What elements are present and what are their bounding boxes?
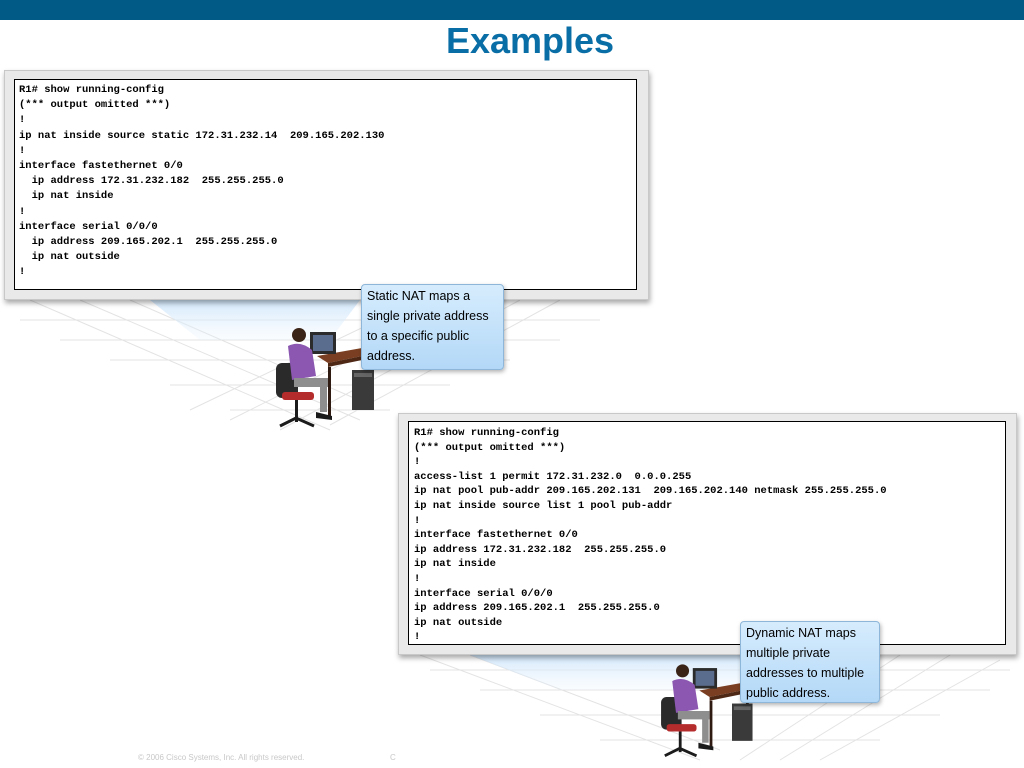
config-line: ! xyxy=(19,144,26,157)
config-line: (*** output omitted ***) xyxy=(414,441,566,454)
config-line: ip nat outside xyxy=(414,616,503,629)
config-line: ip nat inside xyxy=(414,558,496,571)
config-line: R1# show running-config xyxy=(414,427,559,439)
user-workstation-icon xyxy=(661,664,753,758)
static-nat-callout: Static NAT maps a single private address… xyxy=(361,284,504,370)
config-line: ! xyxy=(414,514,421,527)
config-line: ! xyxy=(19,114,26,127)
config-line: ! xyxy=(414,631,421,644)
config-line: access-list 1 permit 172.31.232.0 0.0.0.… xyxy=(414,470,692,483)
config-line: ip address 172.31.232.182 255.255.255.0 xyxy=(414,543,667,556)
config-line: (*** output omitted ***) xyxy=(19,99,171,112)
config-line: ip address 172.31.232.182 255.255.255.0 xyxy=(19,175,284,188)
page-title: Examples xyxy=(445,20,615,61)
dynamic-nat-config-panel: R1# show running-config (*** output omit… xyxy=(398,413,1017,655)
config-line: interface fastethernet 0/0 xyxy=(19,160,183,173)
config-line: ip nat pool pub-addr 209.165.202.131 209… xyxy=(414,485,887,498)
dynamic-nat-callout: Dynamic NAT maps multiple private addres… xyxy=(740,621,880,703)
config-line: ! xyxy=(414,456,421,469)
config-line: ip address 209.165.202.1 255.255.255.0 xyxy=(414,602,660,615)
config-line: ip nat inside xyxy=(19,190,114,203)
config-line: interface serial 0/0/0 xyxy=(414,587,553,600)
config-line: ! xyxy=(19,266,26,279)
config-line: ! xyxy=(19,205,26,218)
config-line: R1# show running-config xyxy=(19,84,164,96)
footer-mark: C xyxy=(390,753,396,762)
light-beam-1 xyxy=(150,300,360,340)
static-nat-config-panel: R1# show running-config (*** output omit… xyxy=(4,70,649,300)
footer-copyright: © 2006 Cisco Systems, Inc. All rights re… xyxy=(138,753,305,762)
config-line: ip address 209.165.202.1 255.255.255.0 xyxy=(19,236,278,249)
config-line: interface serial 0/0/0 xyxy=(19,220,158,233)
config-line: ip nat inside source static 172.31.232.1… xyxy=(19,129,385,142)
config-line: ip nat inside source list 1 pool pub-add… xyxy=(414,499,673,512)
config-line: ! xyxy=(414,572,421,585)
config-line: ip nat outside xyxy=(19,251,120,264)
config-line: interface fastethernet 0/0 xyxy=(414,529,578,542)
static-nat-config-output: R1# show running-config (*** output omit… xyxy=(14,79,637,290)
header-bar xyxy=(0,0,1024,20)
dynamic-nat-config-output: R1# show running-config (*** output omit… xyxy=(408,421,1006,645)
